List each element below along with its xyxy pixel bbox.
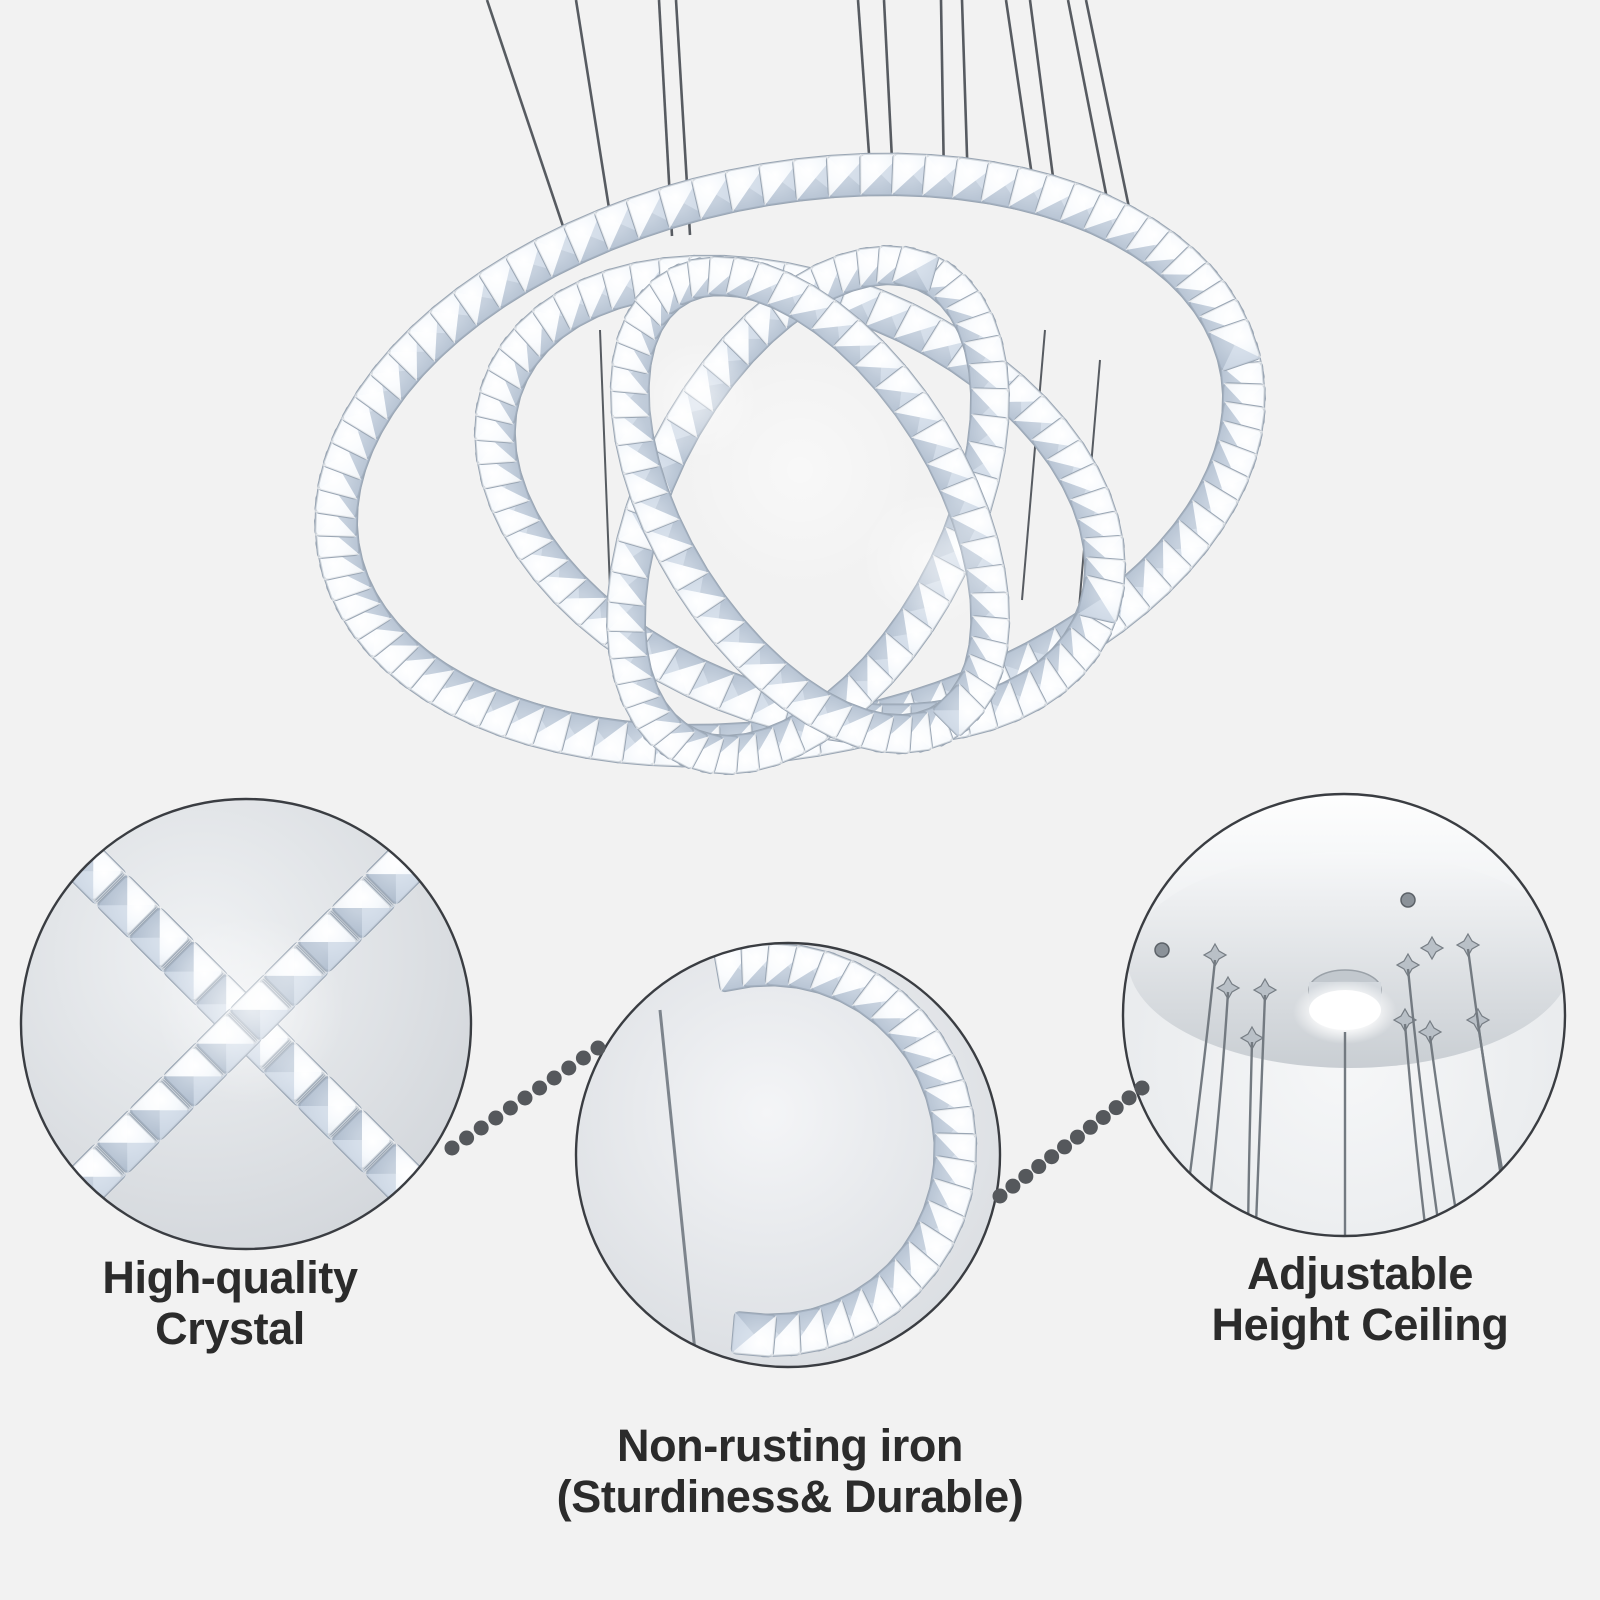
crystal-lattice-closeup (21, 799, 471, 1249)
connector-crystal-to-iron (473, 1120, 489, 1136)
feature-label-crystal: High-quality Crystal (102, 1252, 358, 1355)
connector-crystal-to-iron (561, 1060, 577, 1076)
connector-crystal-to-iron (590, 1040, 606, 1056)
ceiling-canopy-closeup (1123, 794, 1565, 1236)
sparkle-highlights (640, 340, 1000, 630)
canopy-screws (1154, 892, 1416, 958)
connector-iron-to-ceiling (1018, 1168, 1034, 1184)
connector-iron-to-ceiling (1057, 1139, 1073, 1155)
connector-iron-to-ceiling (1069, 1129, 1085, 1145)
connector-iron-to-ceiling (1031, 1159, 1047, 1175)
connector-iron-to-ceiling (1108, 1100, 1124, 1116)
connector-iron-to-ceiling (1134, 1080, 1150, 1096)
connector-iron-to-ceiling (1082, 1119, 1098, 1135)
connector-iron-to-ceiling (1044, 1149, 1060, 1165)
connector-crystal-to-iron (546, 1070, 562, 1086)
connector-crystal-to-iron (459, 1130, 475, 1146)
connector-crystal-to-iron (532, 1080, 548, 1096)
feature-label-iron: Non-rusting iron (Sturdiness& Durable) (556, 1420, 1024, 1523)
connector-crystal-to-iron (575, 1050, 591, 1066)
crystal-ring-edge-closeup (658, 943, 1000, 1367)
connector-iron-to-ceiling (1095, 1109, 1111, 1125)
connector-crystal-to-iron (488, 1110, 504, 1126)
connector-crystal-to-iron (502, 1100, 518, 1116)
connector-iron-to-ceiling (1005, 1178, 1021, 1194)
chandelier-middle-ring (473, 254, 1127, 746)
led-module (1293, 969, 1397, 1044)
chandelier-crossing-ring (609, 254, 1011, 756)
connector-crystal-to-iron (444, 1140, 460, 1156)
connector-iron-to-ceiling (992, 1188, 1008, 1204)
feature-label-ceiling: Adjustable Height Ceiling (1211, 1248, 1509, 1351)
connector-crystal-to-iron (517, 1090, 533, 1106)
connector-iron-to-ceiling (1121, 1090, 1137, 1106)
